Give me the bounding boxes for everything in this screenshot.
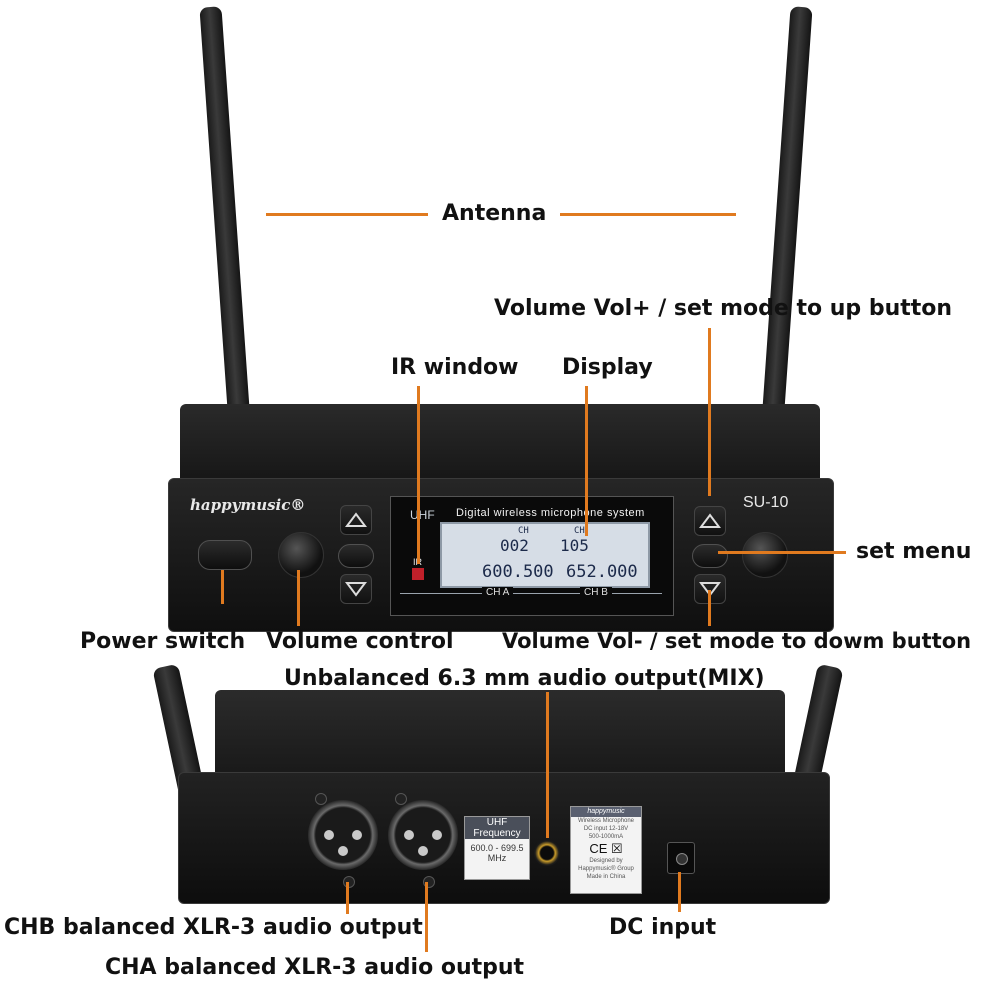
dc-pin <box>676 853 688 865</box>
brand-sticker-line5: Happymusic® Group <box>578 866 634 872</box>
ch-a-label: CH A <box>482 587 514 598</box>
xlr-pin <box>432 830 442 840</box>
ch-b-tag: CH <box>574 526 585 536</box>
vol-up-button[interactable] <box>694 506 726 536</box>
label-antenna: Antenna <box>442 201 547 226</box>
left-antenna <box>199 6 250 417</box>
right-knob[interactable] <box>742 532 788 578</box>
up-triangle-icon <box>345 512 367 527</box>
label-ir-window: IR window <box>391 355 519 380</box>
ce-mark-text: CE <box>589 841 608 856</box>
label-cha-output: CHA balanced XLR-3 audio output <box>105 955 525 980</box>
lcd-divider <box>400 593 662 594</box>
brand-sticker-line6: Made in China <box>586 874 626 880</box>
freq-unit: MHz <box>487 853 507 863</box>
freq-band: UHF <box>465 817 529 828</box>
freq-title: Frequency <box>465 828 529 839</box>
frequency-sticker: UHF Frequency 600.0 - 699.5 MHz <box>464 816 530 880</box>
set-menu-leader <box>718 551 846 554</box>
ir-window <box>412 568 424 580</box>
brand-logo: happymusic® <box>190 496 306 514</box>
xlr-pin <box>324 830 334 840</box>
xlr-pin <box>338 846 348 856</box>
right-antenna <box>762 6 813 417</box>
xlr-pin <box>404 830 414 840</box>
label-power-switch: Power switch <box>80 629 246 654</box>
cha-leader <box>425 882 428 952</box>
unbalanced-jack-output[interactable] <box>534 840 560 866</box>
up-triangle-icon <box>699 513 721 528</box>
dc-input-jack[interactable] <box>667 842 695 874</box>
left-set-button[interactable] <box>338 544 374 568</box>
chb-leader <box>346 882 349 914</box>
xlr-screw <box>395 793 407 805</box>
antenna-leader-right <box>560 213 736 216</box>
brand-sticker: happymusic Wireless Microphone DC input … <box>570 806 642 894</box>
model-label: SU-10 <box>743 494 789 511</box>
label-vol-up: Volume Vol+ / set mode to up button <box>494 296 953 321</box>
label-vol-down: Volume Vol- / set mode to dowm button <box>502 629 972 653</box>
antenna-leader-left <box>266 213 428 216</box>
label-display: Display <box>562 355 653 380</box>
weee-bin-icon: ☒ <box>611 841 623 856</box>
ch-b-number: 105 <box>560 536 589 555</box>
freq-range: 600.0 - 699.5 <box>470 843 524 853</box>
lcd-band: UHF <box>410 508 435 522</box>
label-set-menu: set menu <box>856 539 972 564</box>
power-leader <box>221 570 224 604</box>
ch-a-number: 002 <box>500 536 529 555</box>
brand-sticker-line3: 500-1000mA <box>588 834 624 840</box>
rear-unit-top <box>215 690 785 780</box>
volume-knob[interactable] <box>278 532 324 578</box>
ch-b-frequency: 652.000 <box>566 562 638 582</box>
unbalanced-leader <box>546 692 549 838</box>
xlr-screw <box>315 793 327 805</box>
xlr-pin <box>352 830 362 840</box>
brand-sticker-line1: Wireless Microphone <box>577 818 635 824</box>
front-unit-top <box>180 404 820 484</box>
brand-sticker-brand: happymusic <box>571 807 641 817</box>
display-leader <box>585 386 588 536</box>
xlr-pin <box>418 846 428 856</box>
left-up-button[interactable] <box>340 505 372 535</box>
lcd-screen: CH CH 002 105 600.500 652.000 <box>440 522 650 588</box>
ir-leader <box>417 386 420 564</box>
xlr-screw <box>343 876 355 888</box>
label-dc-input: DC input <box>609 915 717 940</box>
ch-a-tag: CH <box>518 526 529 536</box>
vol-down-leader <box>708 590 711 626</box>
ce-mark-icon: CE ☒ <box>571 841 641 857</box>
brand-sticker-line2: DC input 12-18V <box>583 826 629 832</box>
vol-up-leader <box>708 328 711 496</box>
down-triangle-icon <box>345 582 367 597</box>
lcd-system-title: Digital wireless microphone system <box>456 507 645 519</box>
cha-xlr-output[interactable] <box>388 800 458 870</box>
power-switch[interactable] <box>198 540 252 570</box>
down-triangle-icon <box>699 582 721 597</box>
label-chb-output: CHB balanced XLR-3 audio output <box>4 915 423 940</box>
volume-control-leader <box>297 570 300 626</box>
ch-b-label: CH B <box>580 587 612 598</box>
left-down-button[interactable] <box>340 574 372 604</box>
brand-sticker-line4: Designed by <box>589 858 623 864</box>
set-menu-button[interactable] <box>692 544 728 568</box>
ch-a-frequency: 600.500 <box>482 562 554 582</box>
label-unbalanced-output: Unbalanced 6.3 mm audio output(MIX) <box>284 666 765 691</box>
label-volume-control: Volume control <box>266 629 454 654</box>
chb-xlr-output[interactable] <box>308 800 378 870</box>
dc-leader <box>678 872 681 912</box>
